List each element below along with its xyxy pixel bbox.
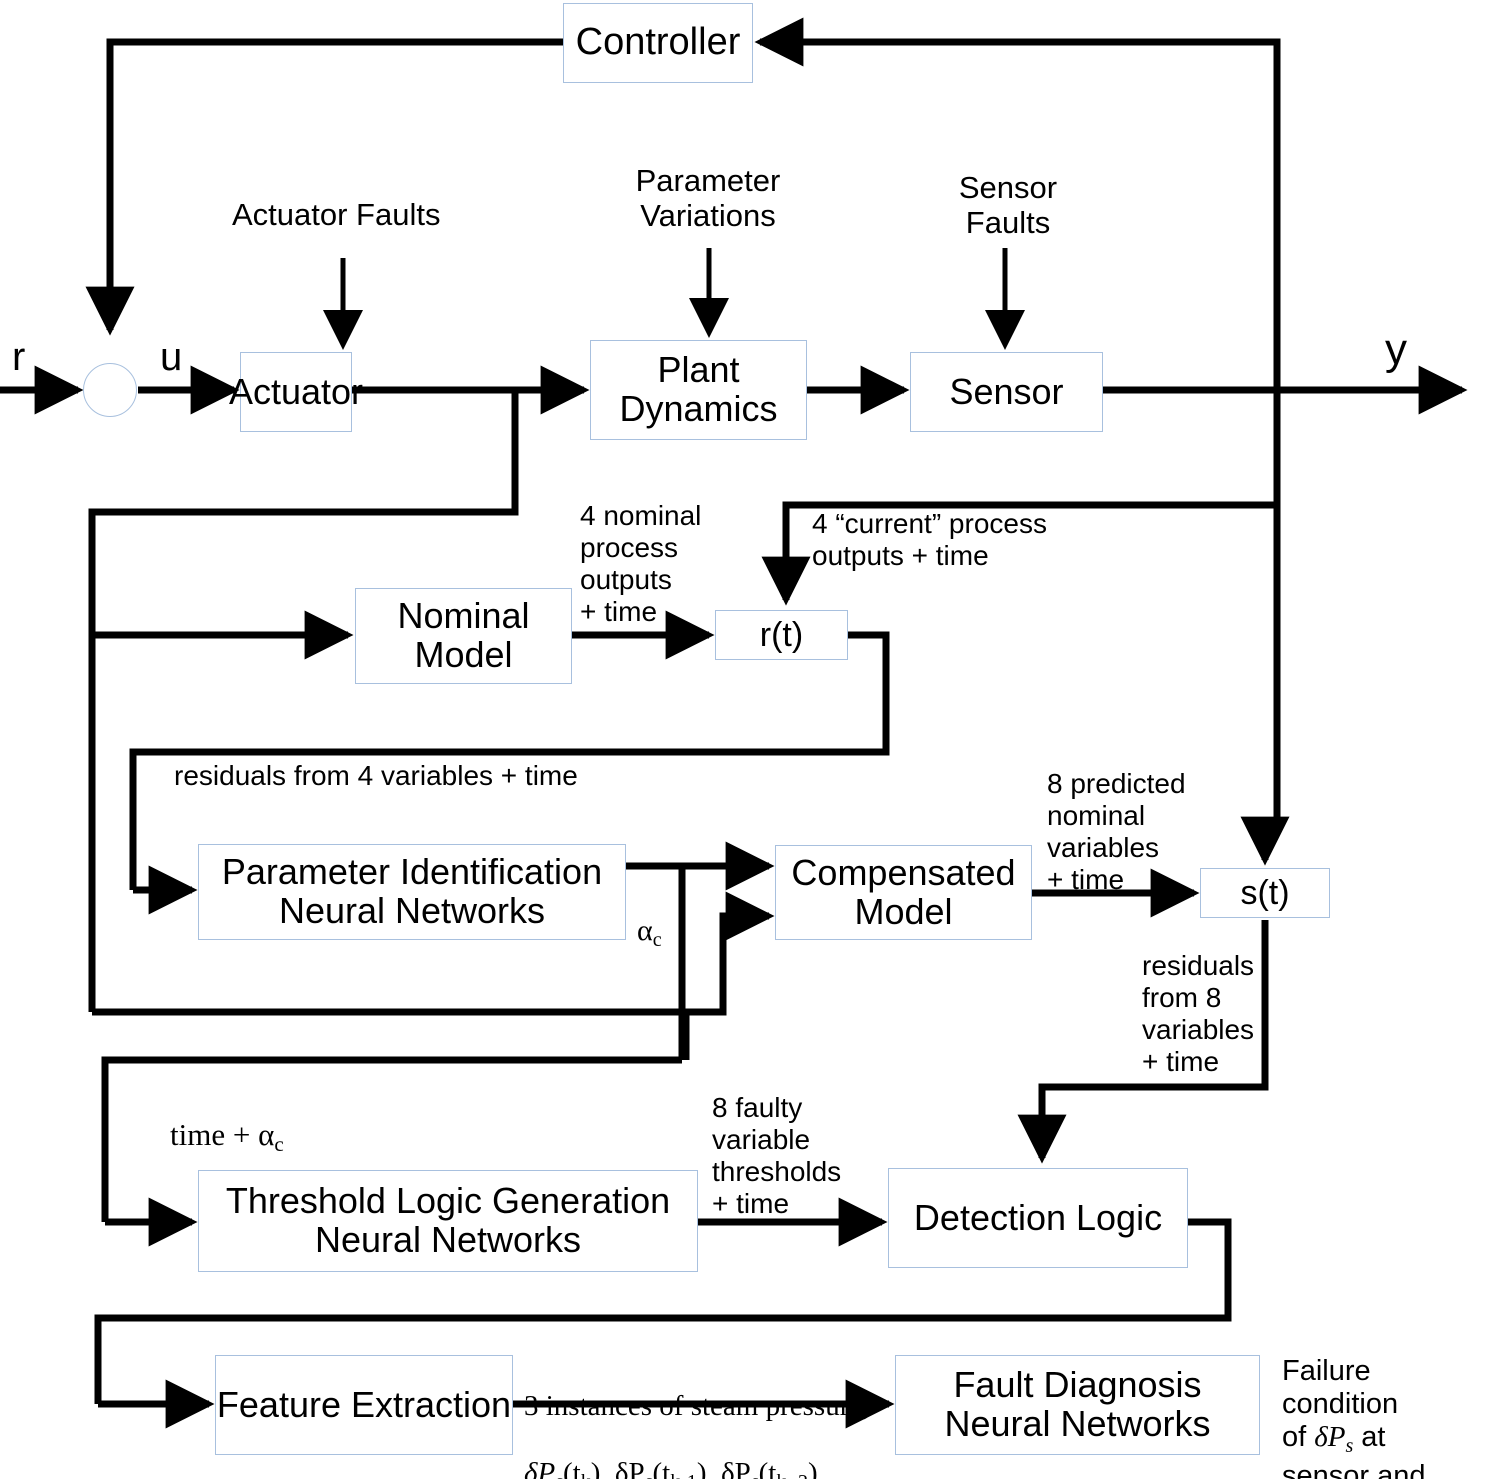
label-predicted-8: 8 predicted nominal variables + time [1047,768,1186,895]
block-feature-extraction-label: Feature Extraction [216,1383,512,1425]
label-residuals-4: residuals from 4 variables + time [174,760,578,791]
summing-junction[interactable] [83,363,137,417]
sub-s-3: s [751,1471,759,1479]
block-st[interactable]: s(t) [1200,868,1330,918]
block-nominal-model-label: Nominal Model [397,595,530,675]
delta-p-1: δP [524,1457,556,1479]
block-sensor[interactable]: Sensor [910,352,1103,432]
block-actuator[interactable]: Actuator [229,352,363,432]
alpha-subscript: c [652,929,662,952]
signal-label-y: y [1385,325,1407,374]
label-time-alpha-c: time + αc [170,1082,284,1157]
block-detection-logic-label: Detection Logic [913,1196,1163,1238]
sub-s-1: s [555,1471,563,1479]
block-parameter-identification[interactable]: Parameter Identification Neural Networks [198,844,626,940]
block-controller[interactable]: Controller [563,3,753,83]
block-rt-label: r(t) [759,615,804,654]
failure-line-a: Failure condition of [1282,1355,1399,1454]
block-st-label: s(t) [1240,873,1290,912]
block-compensated-model[interactable]: Compensated Model [775,845,1032,940]
sub-k: k [581,1471,591,1479]
label-steam-pressure-formula: δPs(tk), δPs(tk-1), δPs(tk -2) [524,1424,818,1479]
label-alpha-c: αc [637,880,662,952]
mid-1: ), δP [590,1457,645,1479]
block-fault-diagnosis-label: Fault Diagnosis Neural Networks [944,1364,1211,1444]
t-open-2: (t [652,1457,671,1479]
failure-line-c: sensor and actuator [1282,1459,1426,1479]
label-nominal-outputs: 4 nominal process outputs + time [580,500,702,627]
block-fault-diagnosis[interactable]: Fault Diagnosis Neural Networks [895,1355,1260,1455]
t-open-1: (t [563,1457,581,1479]
close-paren: ) [808,1457,818,1479]
label-actuator-faults: Actuator Faults [232,197,441,232]
failure-sub-s: s [1345,1435,1354,1458]
block-threshold-logic-generation-label: Threshold Logic Generation Neural Networ… [225,1180,671,1260]
block-compensated-model-label: Compensated Model [791,851,1016,932]
sub-s-2: s [645,1471,653,1479]
label-steam-pressure: 3 instances of steam pressure; [524,1357,870,1423]
steam-pressure-line1: 3 instances of steam pressure; [524,1390,871,1423]
block-plant-dynamics[interactable]: Plant Dynamics [590,340,807,440]
signal-label-u: u [160,335,183,379]
sub-k-1: k-1 [670,1471,697,1479]
label-failure-condition: Failure condition of δPs at sensor and a… [1282,1322,1426,1479]
sub-k-2: k -2 [776,1471,808,1479]
alpha-symbol: α [637,914,653,948]
label-parameter-variations: Parameter Variations [635,163,781,234]
t-open-3: (t [758,1457,777,1479]
label-sensor-faults: Sensor Faults [958,170,1058,241]
block-rt[interactable]: r(t) [715,610,848,660]
block-plant-dynamics-label: Plant Dynamics [619,349,778,429]
block-parameter-identification-label: Parameter Identification Neural Networks [221,851,603,931]
block-detection-logic[interactable]: Detection Logic [888,1168,1188,1268]
block-actuator-label: Actuator [228,370,364,412]
block-threshold-logic-generation[interactable]: Threshold Logic Generation Neural Networ… [198,1170,698,1272]
time-alpha-subscript: c [274,1132,284,1157]
block-controller-label: Controller [575,21,741,64]
block-feature-extraction[interactable]: Feature Extraction [215,1355,513,1455]
signal-label-r: r [12,335,26,379]
block-sensor-label: Sensor [949,370,1064,412]
failure-line-b: at [1353,1421,1386,1454]
failure-delta-p: δP [1314,1421,1346,1454]
label-faulty-thresholds: 8 faulty variable thresholds + time [712,1092,842,1219]
block-nominal-model[interactable]: Nominal Model [355,588,572,684]
time-alpha-text: time + α [170,1117,275,1153]
label-residuals-8: residuals from 8 variables + time [1142,950,1255,1077]
mid-2: ), δP [696,1457,751,1479]
label-current-outputs: 4 “current” process outputs + time [812,508,1047,571]
